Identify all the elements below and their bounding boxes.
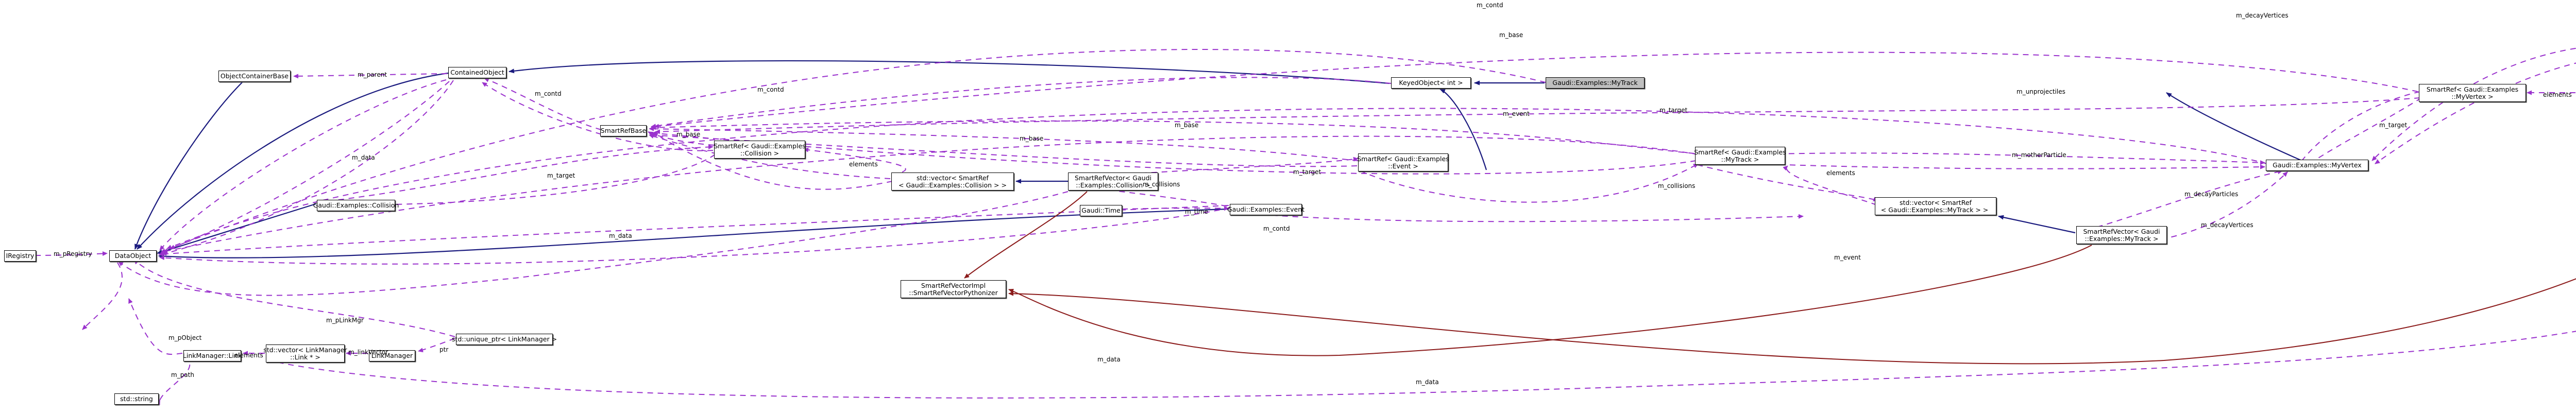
edge-label-l-m_contd-a: m_contd bbox=[535, 90, 562, 97]
inheritance-edges bbox=[134, 60, 2302, 259]
edge-label-l-m_contd-b: m_contd bbox=[757, 86, 784, 93]
edge-label-l-m_collisions-b: m_collisions bbox=[1658, 182, 1696, 189]
class-node-vecsrcollision[interactable]: std::vector< SmartRef < Gaudi::Examples:… bbox=[891, 173, 1014, 191]
class-node-linkmgrlink[interactable]: LinkManager::Link bbox=[183, 350, 242, 361]
edge-label-l-m_target-mytrack: m_target bbox=[1659, 107, 1688, 114]
class-node-srmytrack[interactable]: SmartRef< Gaudi::Examples ::MyTrack > bbox=[1694, 147, 1786, 165]
class-node-srmyvertex[interactable]: SmartRef< Gaudi::Examples ::MyVertex > bbox=[2419, 84, 2526, 102]
class-node-smartrefbase[interactable]: SmartRefBase bbox=[600, 125, 647, 136]
edge-label-l-m_contd-top: m_contd bbox=[1477, 2, 1503, 9]
edge-label-l-m_base-mid: m_base bbox=[1175, 122, 1199, 129]
edge-label-l-elements-myvertex: elements bbox=[2543, 91, 2572, 98]
edge-label-l-m_target-left: m_target bbox=[547, 172, 575, 179]
edge-label-l-m_base-top: m_base bbox=[1499, 31, 1523, 39]
class-node-gemytrack[interactable]: Gaudi::Examples::MyTrack bbox=[1546, 77, 1645, 89]
class-node-keyedobjectint[interactable]: KeyedObject< int > bbox=[1391, 77, 1471, 89]
class-node-srcollision[interactable]: SmartRef< Gaudi::Examples ::Collision > bbox=[714, 141, 806, 159]
edge-label-l-m_collisions: m_collisions bbox=[1143, 181, 1180, 188]
edge-label-l-m_pObject: m_pObject bbox=[168, 334, 202, 341]
edge-label-l-m_decayVertices-r: m_decayVertices bbox=[2201, 221, 2253, 229]
edge-label-l-m_motherParticle: m_motherParticle bbox=[2012, 151, 2066, 159]
edge-label-l-elements-coll: elements bbox=[849, 161, 878, 168]
class-node-gecollision[interactable]: Gaudi::Examples::Collision bbox=[313, 200, 399, 211]
edge-label-l-m_linkVector: m_linkVector bbox=[348, 349, 388, 356]
edge-label-l-elements-link: elements bbox=[234, 352, 263, 359]
edge-label-l-ptr: ptr bbox=[439, 346, 449, 353]
edge-label-l-m_path: m_path bbox=[171, 371, 194, 378]
class-node-srvmytrack[interactable]: SmartRefVector< Gaudi ::Examples::MyTrac… bbox=[2076, 226, 2167, 244]
edge-label-l-m_pLinkMgr: m_pLinkMgr bbox=[326, 317, 364, 324]
edge-label-l-m_time: m_time bbox=[1185, 208, 1208, 215]
edge-label-l-m_data-srv: m_data bbox=[1097, 356, 1121, 363]
template-edges bbox=[964, 191, 2576, 365]
usage-edges bbox=[35, 47, 2576, 405]
class-node-srvimpl[interactable]: SmartRefVectorImpl ::SmartRefVectorPytho… bbox=[901, 280, 1006, 298]
edge-label-l-m_data-mid: m_data bbox=[609, 232, 632, 239]
edge-label-l-m_decayParticles: m_decayParticles bbox=[2184, 191, 2239, 198]
class-node-containedobject[interactable]: ContainedObject bbox=[448, 67, 506, 78]
edge-label-l-m_pRegistry: m_pRegistry bbox=[54, 250, 92, 257]
class-node-uniqueptrlinkmgr[interactable]: std::unique_ptr< LinkManager > bbox=[452, 334, 557, 345]
class-node-vectorlinkptr[interactable]: std::vector< LinkManager ::Link * > bbox=[263, 344, 347, 363]
edge-label-l-elements-mytrack: elements bbox=[1826, 169, 1855, 177]
class-node-srevent[interactable]: SmartRef< Gaudi::Examples ::Event > bbox=[1357, 153, 1449, 171]
edge-label-l-m_base-ev: m_base bbox=[1020, 135, 1044, 142]
class-node-gemyvertex[interactable]: Gaudi::Examples::MyVertex bbox=[2266, 160, 2368, 171]
class-node-linkmanager[interactable]: LinkManager bbox=[369, 350, 415, 361]
edge-label-l-m_contd-evt: m_contd bbox=[1263, 225, 1290, 232]
edge-label-l-m_event-key: m_event bbox=[1503, 110, 1530, 117]
class-node-stdstring[interactable]: std::string bbox=[114, 393, 159, 405]
class-node-vecsrmytrack[interactable]: std::vector< SmartRef < Gaudi::Examples:… bbox=[1875, 197, 1996, 215]
class-node-srvcollision[interactable]: SmartRefVector< Gaudi ::Examples::Collis… bbox=[1068, 173, 1158, 191]
edge-label-l-m_base-sr: m_base bbox=[676, 131, 701, 138]
edge-label-l-m_target-right: m_target bbox=[2379, 122, 2408, 129]
edge-label-l-m_decayVertices-top: m_decayVertices bbox=[2236, 12, 2289, 19]
class-node-dataobject[interactable]: DataObject bbox=[109, 250, 157, 262]
edge-label-l-m_data-left: m_data bbox=[352, 154, 375, 161]
edge-label-l-m_unprojectiles: m_unprojectiles bbox=[2016, 88, 2065, 95]
edge-label-l-m_data-bot: m_data bbox=[1416, 378, 1439, 386]
edge-label-l-m_parent: m_parent bbox=[358, 71, 387, 78]
edge-label-l-m_event-bot: m_event bbox=[1834, 254, 1861, 261]
class-node-geevent[interactable]: Gaudi::Examples::Event bbox=[1227, 204, 1304, 215]
class-node-objcontbase[interactable]: ObjectContainerBase bbox=[218, 71, 291, 82]
class-node-gauditime[interactable]: Gaudi::Time bbox=[1080, 205, 1122, 216]
edge-label-l-m_target-evt: m_target bbox=[1293, 168, 1321, 176]
class-node-iregistry[interactable]: IRegistry bbox=[4, 250, 36, 262]
